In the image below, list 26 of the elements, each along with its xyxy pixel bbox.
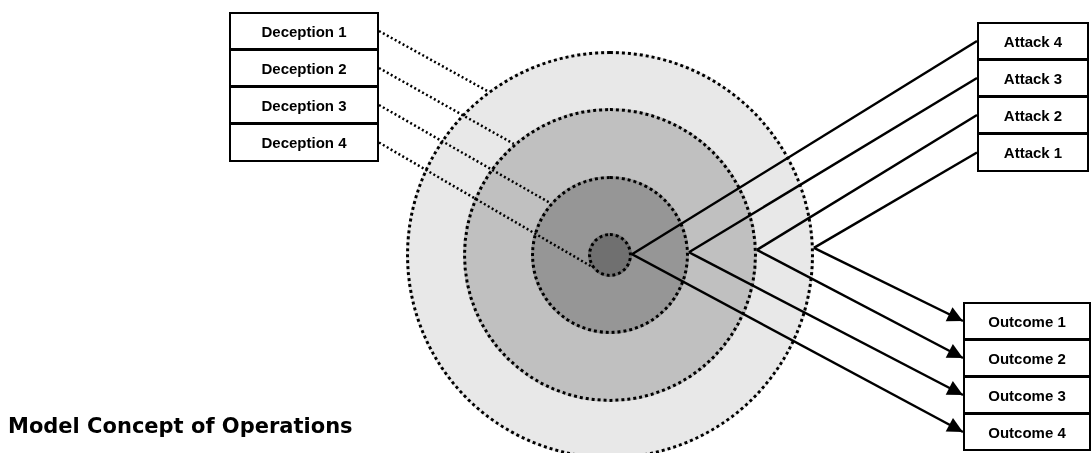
- arrow: [688, 251, 964, 397]
- label-box: Outcome 3: [963, 376, 1091, 414]
- label-box: Deception 1: [229, 12, 379, 50]
- label-box: Outcome 1: [963, 302, 1091, 340]
- label-box: Outcome 4: [963, 413, 1091, 451]
- ring-circle: [588, 233, 632, 277]
- arrow: [631, 253, 964, 434]
- dotted-connector: [378, 29, 489, 93]
- label-box: Attack 4: [977, 22, 1089, 60]
- label-box: Deception 2: [229, 49, 379, 87]
- connector-line: [813, 151, 978, 249]
- label-box: Attack 2: [977, 96, 1089, 134]
- label-box: Outcome 2: [963, 339, 1091, 377]
- arrow: [813, 246, 964, 323]
- connector-line: [756, 113, 978, 251]
- connector-line: [631, 39, 978, 256]
- dotted-connector: [378, 103, 551, 205]
- dotted-connector: [378, 66, 515, 145]
- label-box: Attack 3: [977, 59, 1089, 97]
- dotted-connector: [378, 141, 592, 268]
- connector-line: [688, 76, 978, 254]
- label-box: Deception 3: [229, 86, 379, 124]
- label-box: Attack 1: [977, 133, 1089, 172]
- label-box: Deception 4: [229, 123, 379, 162]
- arrow: [756, 248, 964, 360]
- diagram-title: Model Concept of Operations: [8, 414, 353, 438]
